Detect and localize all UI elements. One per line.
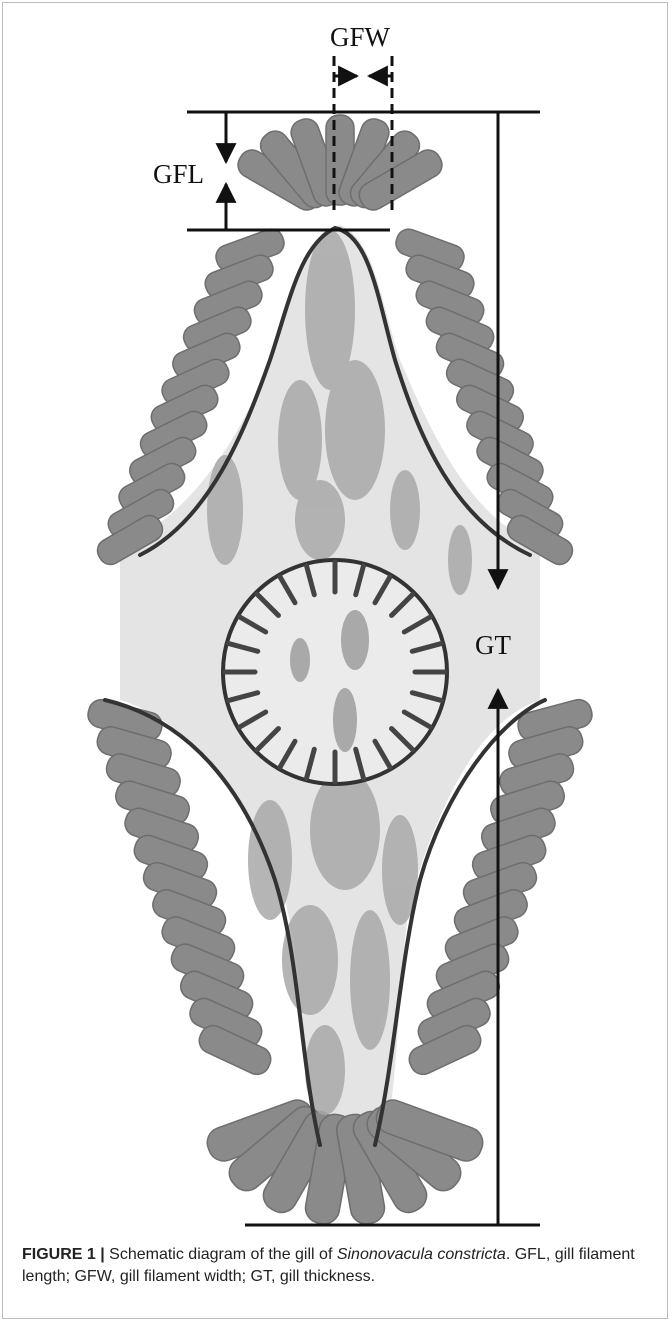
figure-label: FIGURE 1 |	[22, 1246, 105, 1263]
gfw-label: GFW	[330, 22, 391, 52]
species-name: Sinonovacula constricta	[337, 1246, 506, 1263]
gill-schematic: GFW GFL GT	[0, 0, 672, 1240]
gfl-label: GFL	[153, 159, 204, 189]
gt-label: GT	[475, 630, 511, 660]
caption-text-before: Schematic diagram of the gill of	[105, 1246, 337, 1263]
figure-caption: FIGURE 1 | Schematic diagram of the gill…	[22, 1244, 652, 1288]
